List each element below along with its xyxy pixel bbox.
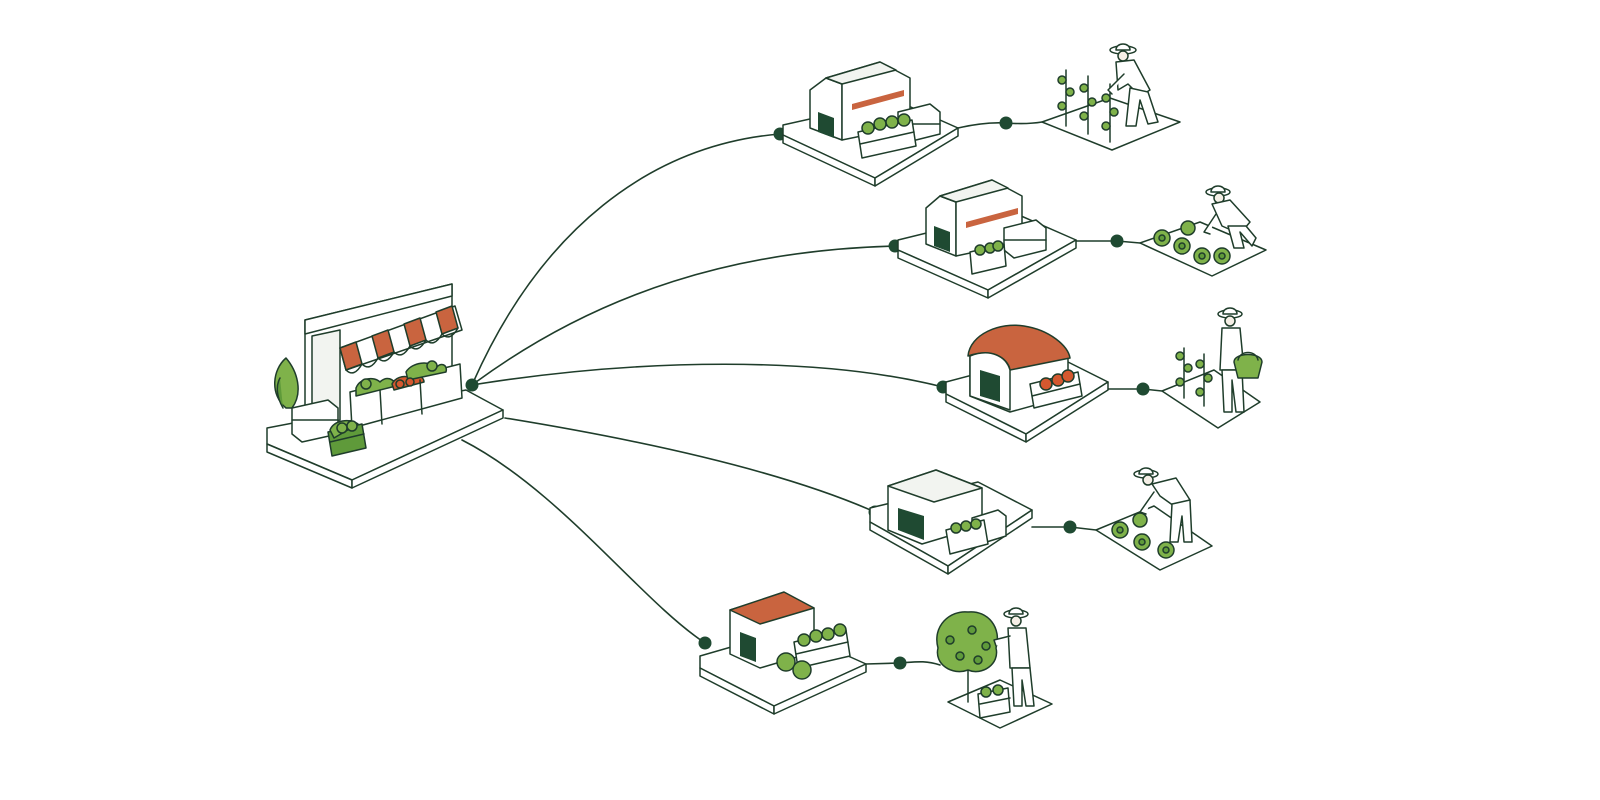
connector-b2-farm <box>1075 240 1141 244</box>
arched-cold-storage-icon-b3 <box>945 324 1109 443</box>
barn-warehouse-icon-b2 <box>897 179 1077 299</box>
farm-plot-icon-b4 <box>1095 467 1213 571</box>
connector-hub-b5 <box>461 439 706 644</box>
connector-hub-b2 <box>471 245 896 386</box>
farm-plot-icon-b1 <box>1041 43 1181 151</box>
barn-warehouse-icon-b1 <box>782 61 959 187</box>
small-shed-icon-b5 <box>699 591 867 715</box>
connector-hub-b1 <box>471 133 781 386</box>
node-dot-b5 <box>698 636 712 650</box>
flat-roof-depot-icon-b4 <box>869 469 1033 575</box>
node-dot-b3-farm <box>1136 382 1150 396</box>
connector-hub-b4 <box>504 417 876 513</box>
node-dot-b2-farm <box>1110 234 1124 248</box>
node-dot-hub <box>465 378 479 392</box>
orchard-plot-icon-b5 <box>936 607 1053 729</box>
node-dot-b4-farm <box>1063 520 1077 534</box>
farm-plot-icon-b3 <box>1161 307 1263 429</box>
node-dot-b1-farm <box>999 116 1013 130</box>
connector-b3-farm <box>1107 388 1163 392</box>
node-dot-b5-farm <box>893 656 907 670</box>
farm-plot-icon-b2 <box>1139 185 1267 277</box>
connector-hub-b3 <box>471 363 944 388</box>
market-stall-icon <box>266 283 504 489</box>
